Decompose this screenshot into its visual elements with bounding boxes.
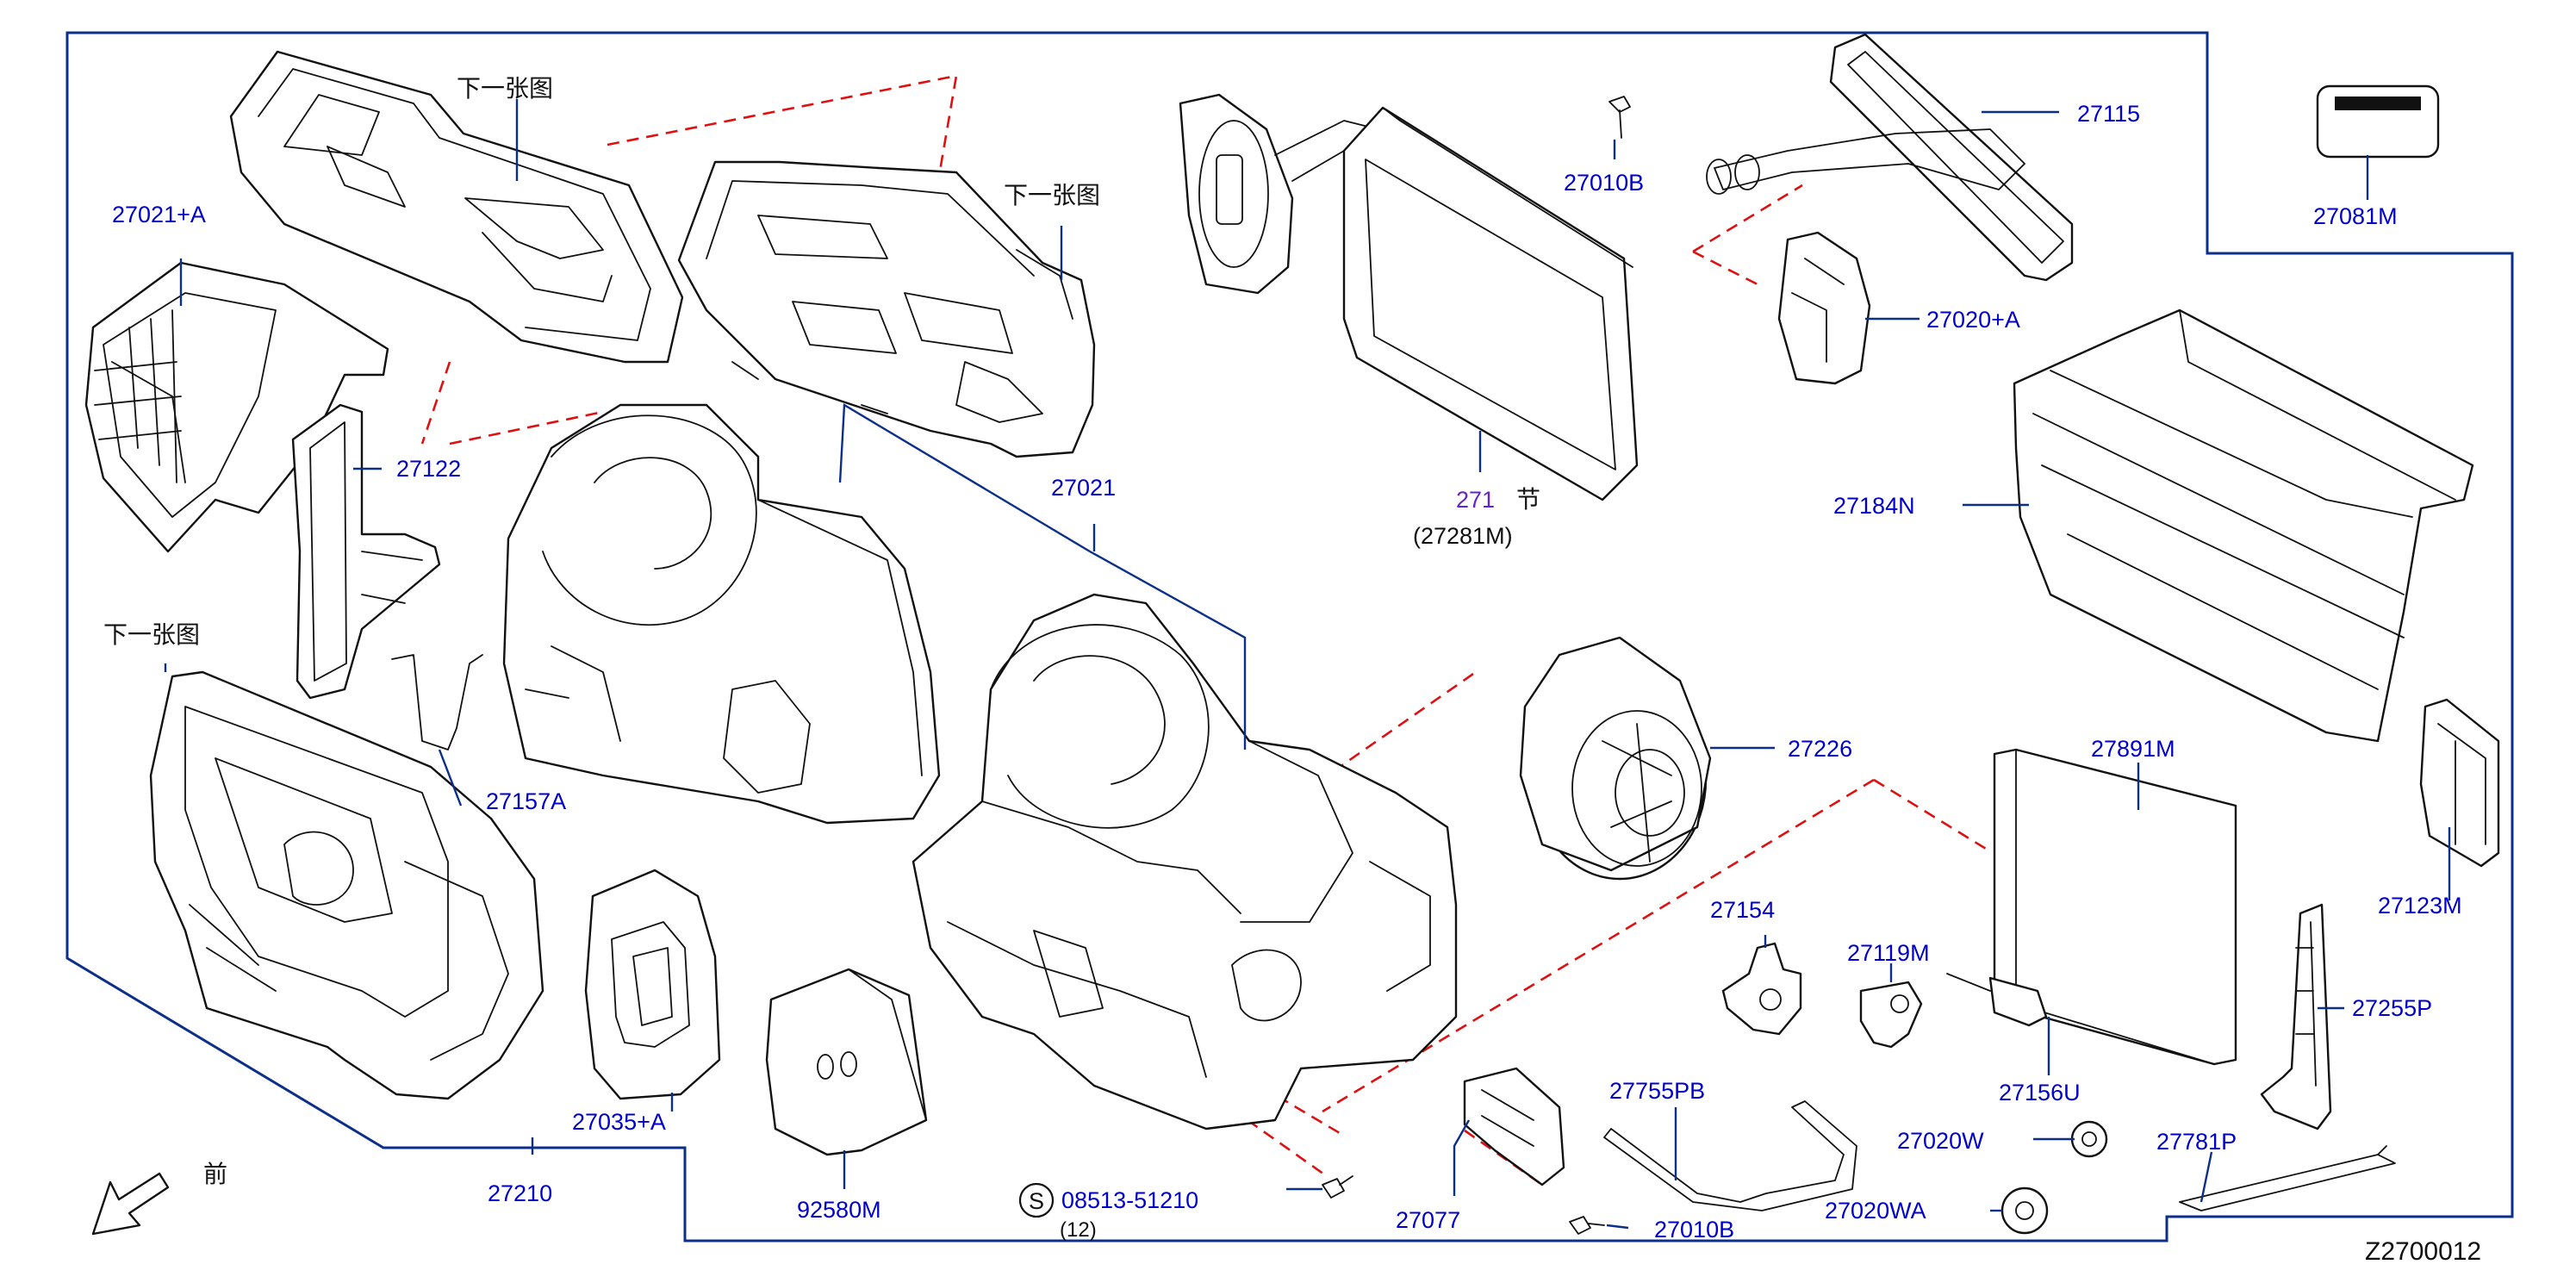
part-label-27781p: 27781P xyxy=(2156,1129,2237,1155)
wire-clip-27157a-part xyxy=(391,654,483,750)
part-label-27115: 27115 xyxy=(2077,101,2140,127)
part-label-27081m: 27081M xyxy=(2313,203,2398,229)
part-label-27021: 27021 xyxy=(1051,475,1116,501)
bracket-27123m-part xyxy=(2419,698,2500,868)
part-label-271-suffix: 节 xyxy=(1516,485,1540,514)
distribution-case-part xyxy=(677,160,1096,458)
part-labels: 27021+A 27122 27157A 27210 27035+A 92580… xyxy=(112,101,2462,1243)
part-label-27010b-top: 27010B xyxy=(1564,170,1644,196)
standard-part-number: 08513-51210 xyxy=(1061,1187,1198,1213)
part-label-27020wa: 27020WA xyxy=(1825,1198,1926,1224)
part-label-92580m: 92580M xyxy=(797,1197,881,1223)
blower-housing-part xyxy=(149,670,544,1100)
link-27119m-part xyxy=(1859,981,1923,1049)
part-label-27891m: 27891M xyxy=(2091,736,2175,762)
part-label-27210: 27210 xyxy=(488,1180,552,1206)
next-page-label-top: 下一张图 xyxy=(457,74,553,103)
lever-27154-part xyxy=(1721,942,1802,1036)
standard-part-symbol: S xyxy=(1029,1188,1044,1214)
next-page-label-center: 下一张图 xyxy=(1004,181,1100,209)
diagram-code: Z2700012 xyxy=(2365,1237,2481,1266)
sensor-27156u-part xyxy=(1946,973,2048,1027)
part-label-27119m: 27119M xyxy=(1847,940,1930,966)
filter-holder-27184n-part xyxy=(2013,308,2474,743)
part-label-27184n: 27184N xyxy=(1833,493,1915,519)
part-label-27021-a-top: 27021+A xyxy=(112,202,206,227)
part-label-27077: 27077 xyxy=(1396,1207,1460,1233)
next-page-labels: 下一张图 下一张图 下一张图 xyxy=(103,74,1100,649)
part-label-27020w: 27020W xyxy=(1897,1128,1984,1154)
assembly-boundary xyxy=(65,31,2514,1243)
rod-27781p-part xyxy=(2179,1145,2396,1211)
evaporator-core-part xyxy=(1179,93,1639,501)
standard-part-qty: (12) xyxy=(1060,1218,1097,1242)
part-label-27122: 27122 xyxy=(396,456,461,482)
heater-core-part xyxy=(1706,33,2074,282)
insulator-pad-92580m-part xyxy=(765,968,928,1156)
screw-center-part xyxy=(1322,1175,1353,1199)
part-label-27154: 27154 xyxy=(1710,897,1775,923)
part-label-271: 271 xyxy=(1456,487,1495,513)
front-label: 前 xyxy=(203,1160,227,1188)
front-direction-indicator: 前 xyxy=(91,1160,227,1236)
leader-lines xyxy=(164,99,2451,1230)
upper-vent-duct-part xyxy=(229,50,684,364)
disc-27020wa-part xyxy=(2000,1186,2049,1235)
part-label-27123m: 27123M xyxy=(2378,893,2462,919)
part-label-27157a: 27157A xyxy=(486,788,566,814)
part-label-27035-a: 27035+A xyxy=(572,1109,666,1135)
resistor-27077-part xyxy=(1463,1067,1565,1186)
side-duct-part xyxy=(84,261,389,553)
standard-part-callout: S 08513-51210 (12) xyxy=(1018,1182,1198,1242)
caution-label-27081m-part xyxy=(2316,84,2440,159)
door-seal-27020a-part xyxy=(1777,231,1871,385)
part-label-27255p: 27255P xyxy=(2352,995,2432,1021)
next-page-label-left: 下一张图 xyxy=(103,620,200,649)
bracket-27255p-part xyxy=(2260,903,2332,1130)
gasket-27035a-part xyxy=(584,869,721,1100)
front-arrow-icon xyxy=(91,1172,170,1236)
intake-case-part xyxy=(502,403,941,825)
screw-bottom-part xyxy=(1569,1216,1605,1235)
standard-part-symbol-circle xyxy=(1018,1182,1055,1218)
disc-27020w-part xyxy=(2070,1120,2108,1158)
main-hvac-case-part xyxy=(912,593,1458,1130)
part-label-27010b-bottom: 27010B xyxy=(1654,1217,1734,1243)
rod-27755pb-part xyxy=(1603,1100,1857,1211)
blower-motor-27226-part xyxy=(1519,636,1712,881)
part-label-27281m: (27281M) xyxy=(1413,523,1513,549)
part-label-27226: 27226 xyxy=(1788,736,1852,762)
screw-top-part xyxy=(1608,96,1631,139)
part-label-27156u: 27156U xyxy=(1999,1080,2081,1105)
bracket-27122-part xyxy=(291,403,441,700)
part-label-27020-a: 27020+A xyxy=(1926,307,2020,333)
part-label-27755pb: 27755PB xyxy=(1609,1078,1705,1104)
